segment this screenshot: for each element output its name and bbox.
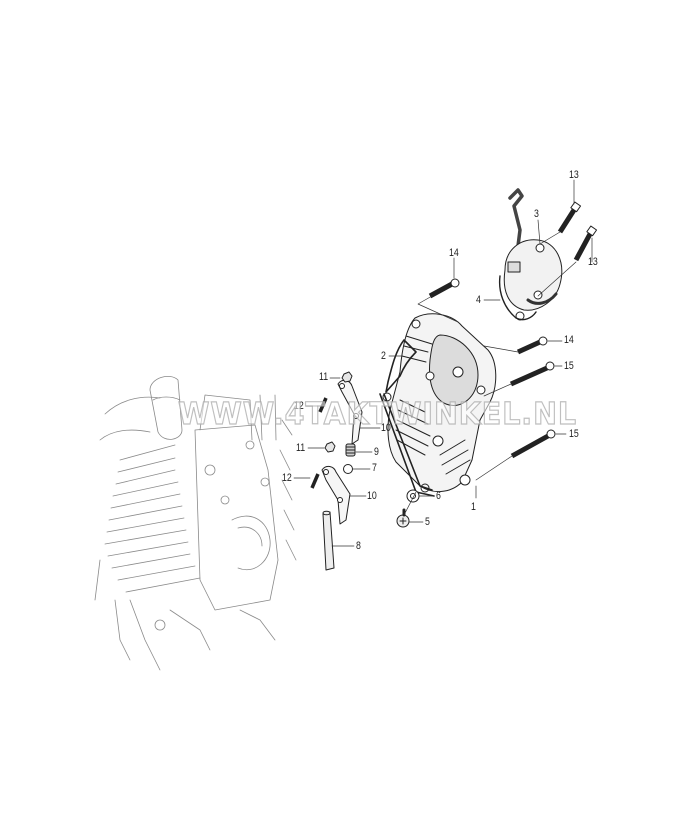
callout-12a: 12 — [294, 400, 304, 412]
bolt-15a — [509, 365, 549, 387]
callout-10b: 10 — [367, 490, 377, 502]
callout-1: 1 — [471, 501, 476, 513]
callout-2: 2 — [381, 350, 386, 362]
washer-6-screw-5 — [396, 489, 420, 528]
nut-11b — [324, 441, 336, 453]
callout-15a: 15 — [564, 360, 574, 372]
nut-11a — [341, 371, 353, 383]
callout-9: 9 — [374, 446, 379, 458]
callout-14a: 14 — [449, 247, 459, 259]
adjuster-screws — [310, 397, 328, 489]
part-4-upper-gasket — [498, 275, 537, 321]
rocker-lever-upper — [337, 379, 363, 445]
part-3-upper-cover — [503, 188, 563, 311]
nuts — [324, 371, 353, 453]
leader-lines — [293, 179, 593, 547]
spring-9 — [345, 443, 356, 457]
callout-13a: 13 — [569, 169, 579, 181]
bolt-13b — [573, 232, 593, 262]
callout-14b: 14 — [564, 334, 574, 346]
bolts — [428, 208, 593, 459]
bolt-14a — [428, 281, 454, 299]
callout-15b: 15 — [569, 428, 579, 440]
callout-11a: 11 — [319, 371, 329, 383]
callout-3: 3 — [534, 208, 539, 220]
engine-block-illustration — [94, 376, 297, 671]
callout-8: 8 — [356, 540, 361, 552]
pin-8 — [322, 510, 335, 571]
callout-5: 5 — [425, 516, 430, 528]
callout-6: 6 — [436, 490, 441, 502]
part-1-main-housing — [387, 313, 497, 492]
callout-11b: 11 — [296, 442, 306, 454]
bolt-14b — [516, 339, 542, 355]
callout-10a: 10 — [381, 422, 391, 434]
circlip-7 — [343, 464, 353, 474]
callout-7: 7 — [372, 462, 377, 474]
bolt-15b — [510, 433, 550, 459]
rocker-lever-lower — [321, 465, 351, 525]
callout-12b: 12 — [282, 472, 292, 484]
callout-13b: 13 — [588, 256, 598, 268]
bolt-13a — [557, 208, 577, 234]
callout-4: 4 — [476, 294, 481, 306]
